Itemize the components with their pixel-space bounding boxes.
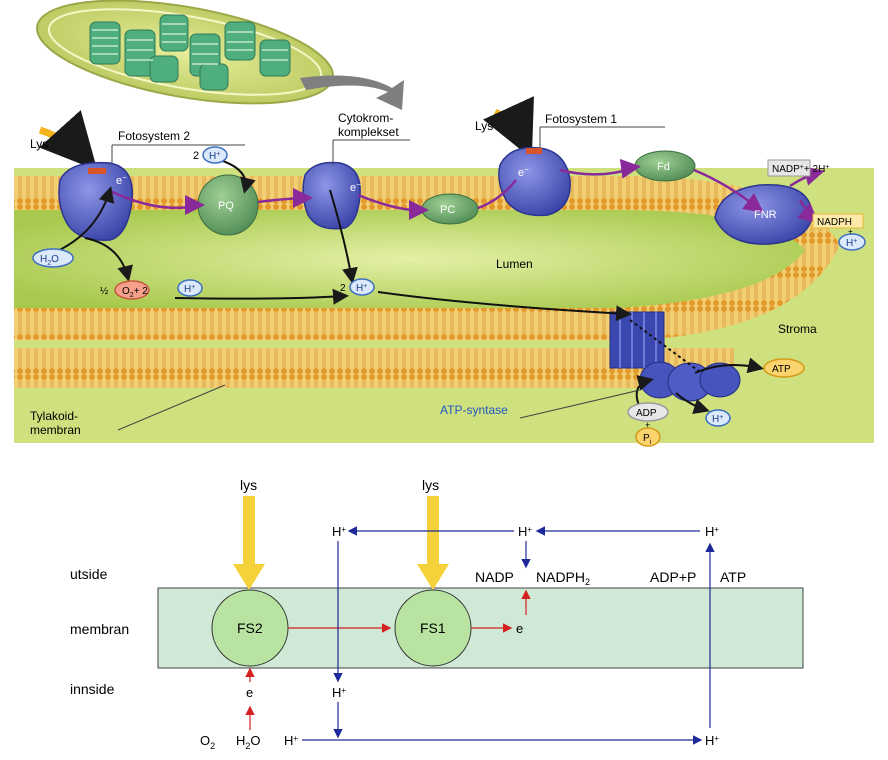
fotosystem1-label: Fotosystem 1 xyxy=(545,112,617,126)
thylakoid-illustration: Lys Lys Fotosystem 2 Cytokrom- komplekse… xyxy=(14,0,874,447)
light-arrow-right-icon xyxy=(483,96,534,159)
nadp-label: NADP xyxy=(475,569,514,585)
svg-text:+: + xyxy=(645,420,650,430)
svg-text:H+: H+ xyxy=(284,733,298,748)
chloroplast-icon xyxy=(36,0,404,110)
e-inside-label: e xyxy=(246,685,253,700)
svg-text:H+: H+ xyxy=(846,238,857,249)
electron-cyt: e xyxy=(350,182,356,194)
light-arrow-fs2-icon xyxy=(233,496,265,590)
svg-text:2: 2 xyxy=(193,150,199,162)
cytokrom-label-1: Cytokrom- xyxy=(338,111,393,125)
svg-text:NADP++ 2H+: NADP++ 2H+ xyxy=(772,164,829,175)
svg-text:H+: H+ xyxy=(332,685,346,700)
cytokrom-label-2: komplekset xyxy=(338,125,399,139)
h-label-top-left: H xyxy=(332,524,341,539)
svg-text:H+: H+ xyxy=(712,414,723,425)
svg-text:H+: H+ xyxy=(209,151,220,162)
h-label-inside: H xyxy=(332,685,341,700)
nadph-label: NADPH xyxy=(536,569,585,585)
membran-label: membran xyxy=(70,621,129,637)
h-label-top-right: H xyxy=(705,524,714,539)
svg-text:e−: e− xyxy=(518,165,529,179)
pi-label: P xyxy=(643,433,650,444)
svg-text:O2: O2 xyxy=(200,733,215,751)
fs2-label: FS2 xyxy=(237,620,263,636)
nadph-label: NADPH xyxy=(817,217,852,228)
pc-label: PC xyxy=(440,204,455,216)
light-arrow-left-icon xyxy=(38,110,98,171)
stroma-label: Stroma xyxy=(778,322,817,336)
lys1-label: lys xyxy=(240,477,257,493)
atp-label: ATP xyxy=(772,364,791,375)
two-h-lumen-count: 2 xyxy=(340,283,346,294)
lys-right-label: Lys xyxy=(475,119,493,133)
h2o-label: H xyxy=(40,254,47,265)
e-membrane-label: e xyxy=(516,621,523,636)
electron-path xyxy=(107,165,761,212)
svg-text:e−: e− xyxy=(350,180,361,194)
lumen-label: Lumen xyxy=(496,257,533,271)
svg-text:H+: H+ xyxy=(356,283,367,294)
svg-text:H+: H+ xyxy=(705,733,719,748)
fotosystem2-label: Fotosystem 2 xyxy=(118,129,190,143)
svg-text:e−: e− xyxy=(116,173,127,187)
electron-ps1: e xyxy=(518,167,524,179)
two-h-top-count: 2 xyxy=(193,150,199,162)
electron-ps2: e xyxy=(116,175,122,187)
fs1-label: FS1 xyxy=(420,620,446,636)
atp-synthase-label: ATP-syntase xyxy=(440,403,508,417)
svg-text:NADPH2: NADPH2 xyxy=(536,569,590,587)
atp-label-bottom: ATP xyxy=(720,569,746,585)
o2-label-bottom: O xyxy=(200,733,210,748)
svg-text:H2O: H2O xyxy=(40,254,59,267)
svg-text:½: ½ xyxy=(100,286,109,297)
svg-text:H2O: H2O xyxy=(236,733,261,751)
lys2-label: lys xyxy=(422,477,439,493)
photosystem1-protein xyxy=(498,146,571,217)
nadp-label: NADP xyxy=(772,164,800,175)
fd-label: Fd xyxy=(657,161,670,173)
svg-text:H+: H+ xyxy=(332,524,346,539)
tylakoid-label-2: membran xyxy=(30,423,81,437)
light-arrow-fs1-icon xyxy=(417,496,449,590)
svg-text:H+: H+ xyxy=(184,284,195,295)
fnr-label: FNR xyxy=(754,209,777,221)
adp-label: ADP xyxy=(636,408,657,419)
svg-text:O2+ 2: O2+ 2 xyxy=(122,286,148,299)
atp-synthase-protein xyxy=(609,311,741,402)
h-label-bottom-left: H xyxy=(284,733,293,748)
lumen-area xyxy=(14,210,805,308)
schematic-diagram: lys lys utside membran innside FS2 FS1 e… xyxy=(70,477,804,751)
half-label: ½ xyxy=(100,286,109,297)
o2-label: O xyxy=(122,286,130,297)
pq-label: PQ xyxy=(218,200,234,212)
lys-left-label: Lys xyxy=(30,137,48,151)
h-label-top-mid: H xyxy=(518,524,527,539)
photosystem2-protein xyxy=(58,161,134,241)
h-label-bottom-right: H xyxy=(705,733,714,748)
adp-p-label: ADP+P xyxy=(650,569,696,585)
innside-label: innside xyxy=(70,681,115,697)
tylakoid-label-1: Tylakoid- xyxy=(30,409,78,423)
utside-label: utside xyxy=(70,566,108,582)
svg-text:H+: H+ xyxy=(705,524,719,539)
svg-text:Pi: Pi xyxy=(643,433,652,446)
svg-text:+: + xyxy=(848,227,853,236)
svg-text:2: 2 xyxy=(340,283,346,294)
h2o-label-bottom: H xyxy=(236,733,245,748)
proton-to-atp-synthase-arrow xyxy=(377,291,632,322)
svg-text:H+: H+ xyxy=(518,524,532,539)
